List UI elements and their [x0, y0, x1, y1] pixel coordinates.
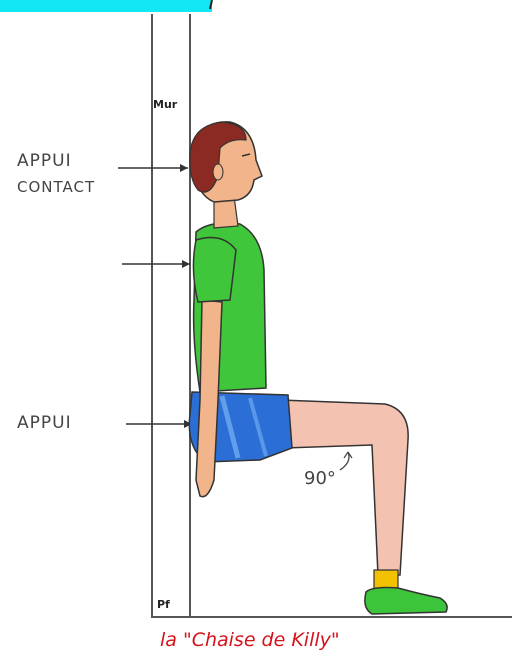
ear: [213, 164, 223, 180]
appui-top-label: APPUI: [17, 151, 72, 171]
seated-person: [189, 122, 447, 614]
top-banner: [0, 0, 212, 12]
arrow-back-contact: [122, 260, 190, 268]
wall-label: Mur: [153, 98, 178, 111]
sleeve: [193, 238, 236, 302]
contact-label: CONTACT: [17, 178, 95, 196]
angle-label: 90°: [304, 468, 336, 489]
arrow-hip-appui: [126, 420, 192, 428]
leg: [280, 400, 408, 575]
appui-bottom-label: APPUI: [17, 413, 72, 433]
angle-arc: [340, 452, 349, 470]
shoe: [365, 588, 447, 615]
floor-label: Pf: [157, 598, 170, 611]
caption: la "Chaise de Killy": [160, 629, 340, 651]
